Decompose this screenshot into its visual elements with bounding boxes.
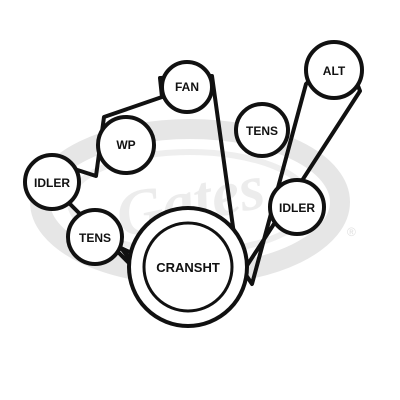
pulley-wp: WP bbox=[96, 115, 156, 175]
pulley-fan: FAN bbox=[160, 60, 214, 114]
pulley-idler-right-label: IDLER bbox=[279, 201, 315, 215]
pulley-tens-upper: TENS bbox=[234, 102, 290, 158]
pulley-cransht-label: CRANSHT bbox=[156, 260, 220, 275]
pulley-alt-label: ALT bbox=[323, 64, 346, 78]
pulley-tens-lower: TENS bbox=[66, 208, 124, 266]
pulley-cransht: CRANSHT bbox=[127, 206, 249, 328]
pulley-tens-lower-label: TENS bbox=[79, 231, 111, 245]
pulley-idler-right: IDLER bbox=[268, 178, 326, 236]
pulley-wp-label: WP bbox=[116, 138, 135, 152]
pulley-fan-label: FAN bbox=[175, 80, 199, 94]
pulley-idler-left: IDLER bbox=[23, 153, 81, 211]
watermark-registered-mark: ® bbox=[347, 225, 356, 239]
pulley-idler-left-label: IDLER bbox=[34, 176, 70, 190]
pulley-tens-upper-label: TENS bbox=[246, 124, 278, 138]
pulley-alt: ALT bbox=[304, 40, 364, 100]
